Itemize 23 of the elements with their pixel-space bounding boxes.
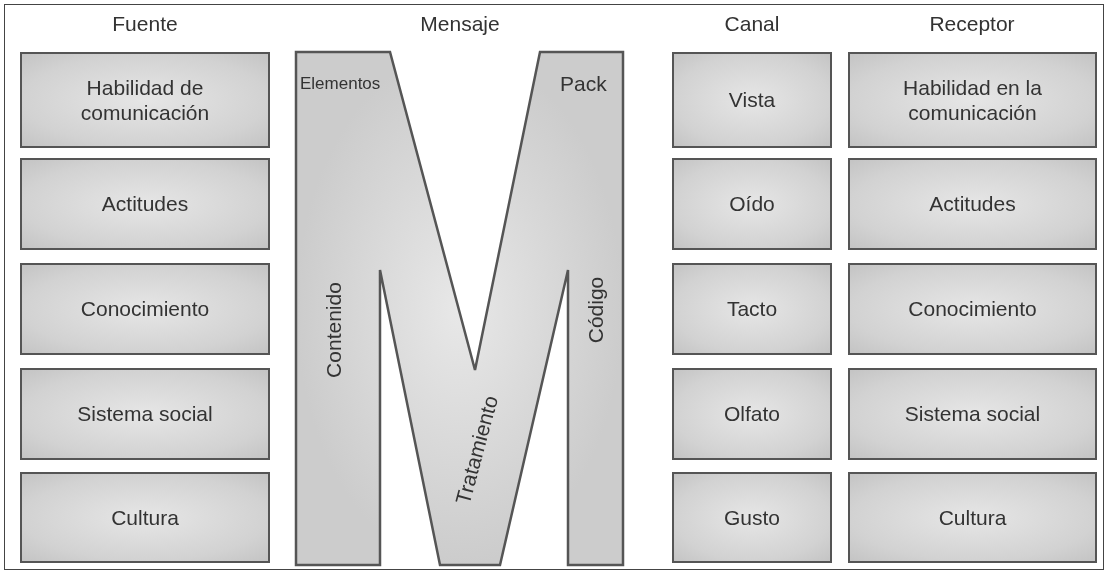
column-heading: Canal xyxy=(723,12,781,36)
attribute-box: Gusto xyxy=(672,472,832,563)
part-label: Elementos xyxy=(300,74,381,94)
attribute-box: Conocimiento xyxy=(20,263,270,355)
attribute-box: Olfato xyxy=(672,368,832,460)
column-heading: Mensaje xyxy=(419,12,501,36)
part-label: Contenido xyxy=(322,282,346,378)
attribute-box: Tacto xyxy=(672,263,832,355)
attribute-box: Actitudes xyxy=(848,158,1097,250)
attribute-box: Cultura xyxy=(20,472,270,563)
attribute-box: Habilidad en la comunicación xyxy=(848,52,1097,148)
attribute-box: Vista xyxy=(672,52,832,148)
attribute-box: Actitudes xyxy=(20,158,270,250)
column-heading: Receptor xyxy=(928,12,1016,36)
part-label: Pack xyxy=(560,72,607,96)
column-heading: Fuente xyxy=(111,12,179,36)
attribute-box: Oído xyxy=(672,158,832,250)
attribute-box: Sistema social xyxy=(20,368,270,460)
attribute-box: Habilidad de comunicación xyxy=(20,52,270,148)
attribute-box: Conocimiento xyxy=(848,263,1097,355)
attribute-box: Cultura xyxy=(848,472,1097,563)
part-label: Código xyxy=(584,276,608,344)
attribute-box: Sistema social xyxy=(848,368,1097,460)
